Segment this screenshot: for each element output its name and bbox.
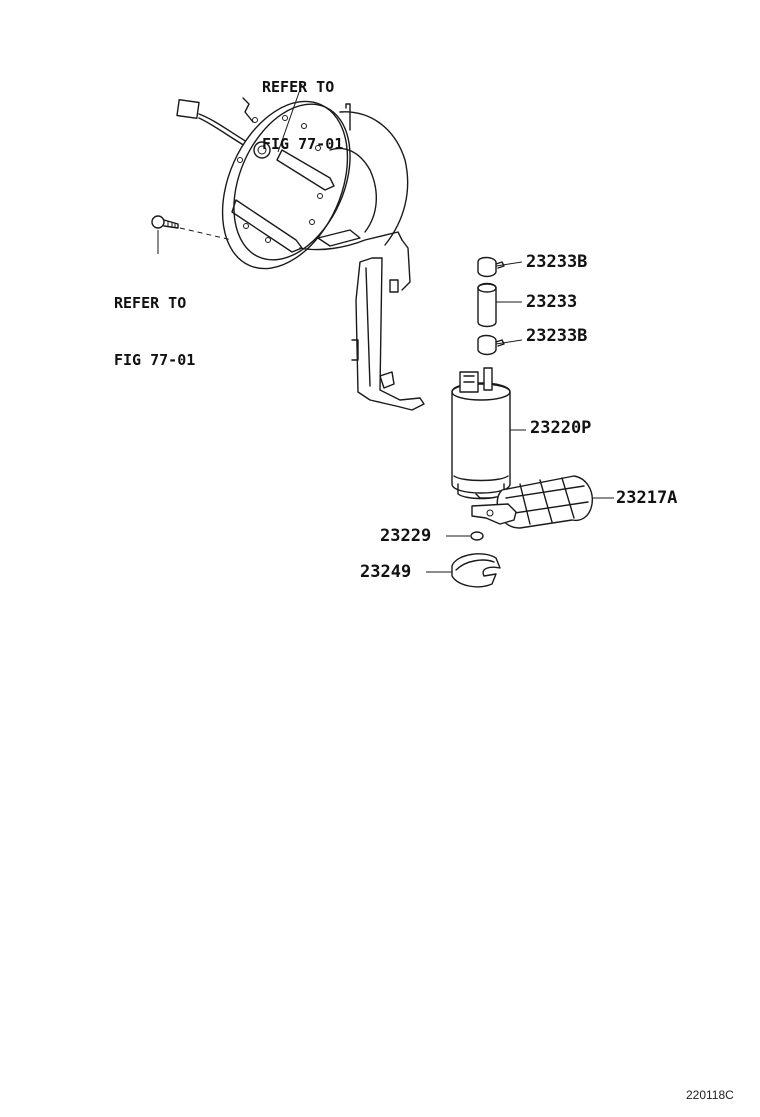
- part-number-o-ring: 23229: [380, 526, 432, 546]
- reference-label-flange: REFER TO FIG 77-01: [262, 40, 343, 192]
- screw: [151, 215, 233, 241]
- part-number-cushion: 23249: [360, 562, 412, 582]
- part-number-strainer: 23217A: [616, 488, 678, 508]
- wire-connector: [176, 97, 254, 150]
- part-number-fuel-pump: 23220P: [530, 418, 592, 438]
- part-number-clamp-lower: 23233B: [526, 326, 588, 346]
- clamp-lower: [477, 334, 505, 356]
- part-number-hose: 23233: [526, 292, 578, 312]
- reference-line: FIG 77-01: [114, 351, 196, 369]
- fuel-pump: [451, 367, 511, 500]
- clamp-upper: [477, 256, 505, 278]
- part-number-clamp-upper: 23233B: [526, 252, 588, 272]
- fuel-hose: [477, 282, 497, 328]
- gauge-flange-plate: [221, 100, 351, 270]
- leader-lines: [157, 83, 614, 573]
- reference-line: REFER TO: [262, 78, 335, 96]
- reference-label-screw: REFER TO FIG 77-01: [114, 256, 195, 408]
- fuel-strainer: [471, 475, 593, 529]
- reference-line: FIG 77-01: [262, 135, 344, 153]
- pump-cushion: [451, 553, 501, 588]
- o-ring: [470, 531, 484, 541]
- illustration-code: 220118C: [686, 1088, 734, 1102]
- reference-line: REFER TO: [114, 294, 187, 312]
- pump-bracket: [299, 103, 425, 411]
